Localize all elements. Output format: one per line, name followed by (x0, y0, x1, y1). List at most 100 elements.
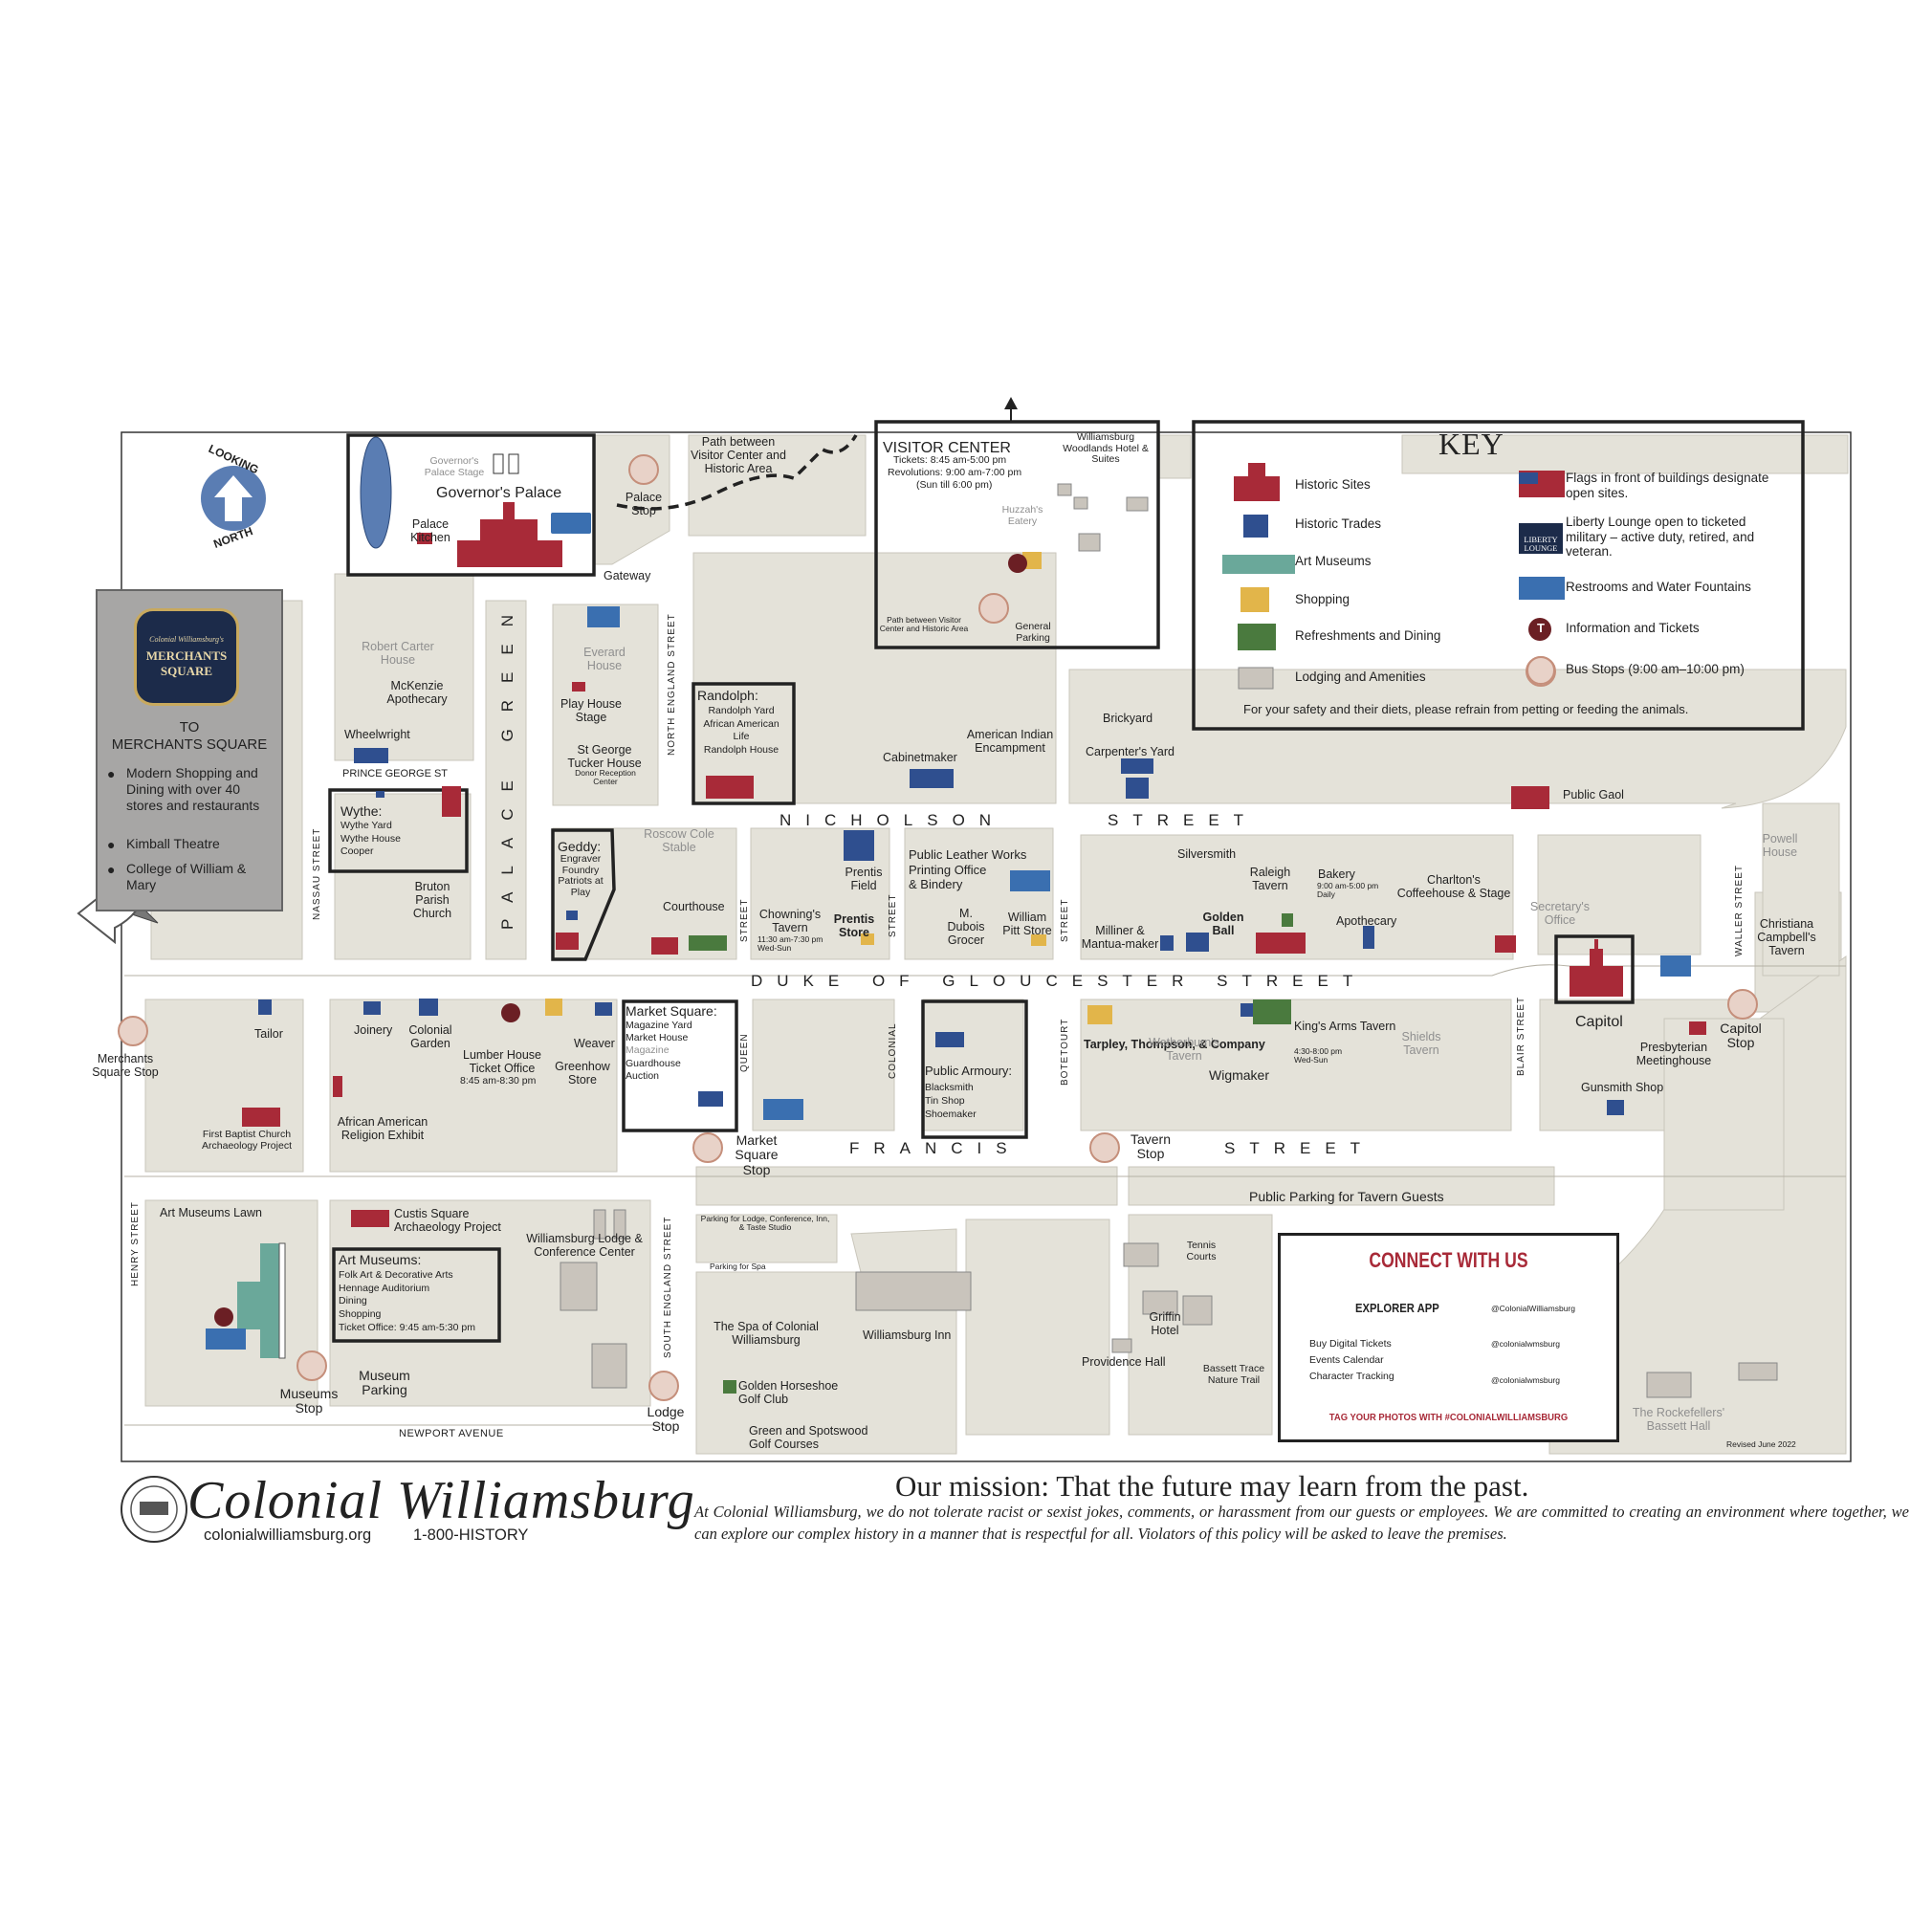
charltons-label: Charlton's Coffeehouse & Stage (1396, 873, 1511, 900)
connect-title: CONNECT WITH US (1369, 1248, 1528, 1272)
woodlands-label: Williamsburg Woodlands Hotel & Suites (1063, 431, 1149, 466)
botetourt-s-label: BOTETOURT (1060, 1018, 1070, 1086)
key-restrooms: Restrooms and Water Fountains (1566, 580, 1751, 594)
connect-feature-2: Events Calendar (1309, 1354, 1384, 1366)
inn-label: Williamsburg Inn (863, 1328, 952, 1342)
merchants-bullet-3: College of William & Mary (126, 861, 247, 892)
key-liberty-badge: LIBERTY LOUNGE (1524, 535, 1558, 554)
nicholson-street-label: NICHOLSON (779, 811, 1006, 829)
palace-restroom (551, 513, 591, 534)
key-info: Information and Tickets (1566, 621, 1700, 635)
governors-palace-label: Governor's Palace (436, 485, 562, 501)
botetourt-n-label: STREET (1060, 898, 1070, 942)
trades-buildings (258, 748, 1624, 1115)
golden-horseshoe-label: Golden Horseshoe Golf Club (738, 1379, 839, 1406)
key-liberty: Liberty Lounge open to ticketed military… (1566, 515, 1755, 560)
connect-feature-3: Character Tracking (1309, 1371, 1394, 1382)
newport-label: NEWPORT AVENUE (399, 1428, 504, 1439)
shields-label: Shields Tavern (1401, 1030, 1441, 1057)
cabinetmaker-label: Cabinetmaker (883, 751, 957, 764)
palace-kitchen-bldg (417, 533, 432, 544)
museums-stop-label[interactable]: Museums Stop (279, 1386, 339, 1416)
connect-feature-1: Buy Digital Tickets (1309, 1338, 1392, 1350)
waller-label: WALLER STREET (1734, 865, 1745, 956)
art-lawn-label: Art Museums Lawn (160, 1206, 262, 1219)
gateway-label: Gateway (604, 569, 651, 582)
connect-panel: CONNECT WITH US EXPLORER APP Buy Digital… (1278, 1233, 1619, 1442)
tavern-stop-label[interactable]: Tavern Stop (1130, 1131, 1172, 1162)
stage-bldg2 (508, 453, 519, 474)
capitol-stop-label[interactable]: Capitol Stop (1720, 1021, 1762, 1051)
north-arrow-head (1004, 397, 1018, 409)
key-info-symbol: T (1537, 621, 1545, 635)
wythe-items: Wythe Yard Wythe House Cooper (340, 820, 401, 858)
lodge-stop-label[interactable]: Lodge Stop (647, 1404, 685, 1435)
apothecary-label: Apothecary (1336, 914, 1397, 928)
stage-bldg (493, 453, 504, 474)
public-leather-label: Public Leather Works Printing Office & B… (909, 847, 1027, 892)
merchants-logo-line3: SQUARE (160, 664, 213, 678)
capitol-label: Capitol (1575, 1014, 1623, 1030)
american-indian-label: American Indian Encampment (966, 728, 1054, 755)
market-stop-label[interactable]: Market Square Stop (735, 1132, 779, 1177)
museum-parking-label: Museum Parking (359, 1368, 410, 1398)
randolph-title: Randolph: (697, 688, 758, 703)
road-edges (124, 964, 1846, 1426)
huzzah-label: Huzzah's Eatery (1001, 504, 1043, 527)
twitter-handle[interactable]: @colonialwmsburg (1491, 1375, 1560, 1385)
geddy-items: Engraver Foundry Patriots at Play (558, 853, 604, 898)
connect-app-label[interactable]: EXPLORER APP (1355, 1302, 1439, 1315)
key-shopping: Shopping (1295, 592, 1350, 606)
public-gaol-label: Public Gaol (1563, 788, 1624, 801)
colonial-garden-label: Colonial Garden (408, 1023, 452, 1050)
custis-label: Custis Square Archaeology Project (394, 1207, 501, 1235)
restroom-markers (206, 577, 1691, 1350)
key-museums: Art Museums (1295, 554, 1372, 568)
queen-s-label: QUEEN (739, 1033, 750, 1072)
merchants-stop-label[interactable]: Merchants Square Stop (92, 1052, 159, 1079)
randolph-items: Randolph Yard African American Life Rand… (703, 705, 779, 756)
north-england-label: NORTH ENGLAND STREET (667, 613, 677, 756)
joinery-label: Joinery (354, 1023, 393, 1037)
griffin-label: Griffin Hotel (1149, 1310, 1181, 1337)
mckenzie-label: McKenzie Apothecary (386, 679, 448, 706)
colonial-s-label: COLONIAL (888, 1022, 898, 1079)
public-parking-label: Public Parking for Tavern Guests (1249, 1189, 1444, 1204)
dubois-label: M. Dubois Grocer (947, 907, 985, 947)
presbyterian-label: Presbyterian Meetinghouse (1636, 1041, 1712, 1067)
capitol-building (1570, 939, 1623, 997)
wetherburn-label: Wetherburn's Tavern (1149, 1036, 1219, 1063)
robert-carter-label: Robert Carter House (362, 640, 434, 667)
boxes (328, 420, 1805, 1343)
website-label[interactable]: colonialwilliamsburg.org (204, 1526, 372, 1544)
visitor-sunday: (Sun till 6:00 pm) (916, 479, 993, 491)
green-spotswood-label: Green and Spotswood Golf Courses (749, 1424, 868, 1451)
bullet-2: ● (107, 837, 116, 852)
carpenters-label: Carpenter's Yard (1086, 745, 1175, 758)
palace-stop-label[interactable]: Palace Stop (625, 491, 663, 517)
palace-building (457, 502, 562, 567)
market-magazine: Magazine (626, 1044, 670, 1056)
tailor-label: Tailor (254, 1027, 283, 1041)
donor-center-label: Donor Reception Center (575, 768, 636, 787)
facebook-handle[interactable]: @ColonialWilliamsburg (1491, 1304, 1575, 1313)
lumber-hours: 8:45 am-8:30 pm (460, 1075, 537, 1087)
queen-n-label: STREET (739, 898, 750, 942)
prentis-store-label: Prentis Store (833, 912, 875, 939)
instagram-handle[interactable]: @colonialwmsburg (1491, 1339, 1560, 1349)
gunsmith-label: Gunsmith Shop (1581, 1081, 1664, 1094)
phone-label[interactable]: 1-800-HISTORY (413, 1526, 529, 1544)
merchants-logo-line2: MERCHANTS (145, 648, 228, 663)
south-england-label: SOUTH ENGLAND STREET (663, 1216, 673, 1358)
visitor-center-title: VISITOR CENTER (883, 440, 1011, 456)
palace-kitchen-label: Palace Kitchen (410, 517, 450, 544)
prince-george-label: PRINCE GEORGE ST (342, 768, 449, 779)
nassau-label: NASSAU STREET (312, 827, 322, 920)
merchants-square-panel[interactable]: Colonial Williamsburg's MERCHANTS SQUARE… (96, 589, 283, 911)
key-note: For your safety and their diets, please … (1243, 702, 1689, 716)
francis-street-east-label: STREET (1224, 1139, 1375, 1157)
merchants-to: TO (179, 719, 200, 735)
info-markers (214, 554, 1551, 1327)
